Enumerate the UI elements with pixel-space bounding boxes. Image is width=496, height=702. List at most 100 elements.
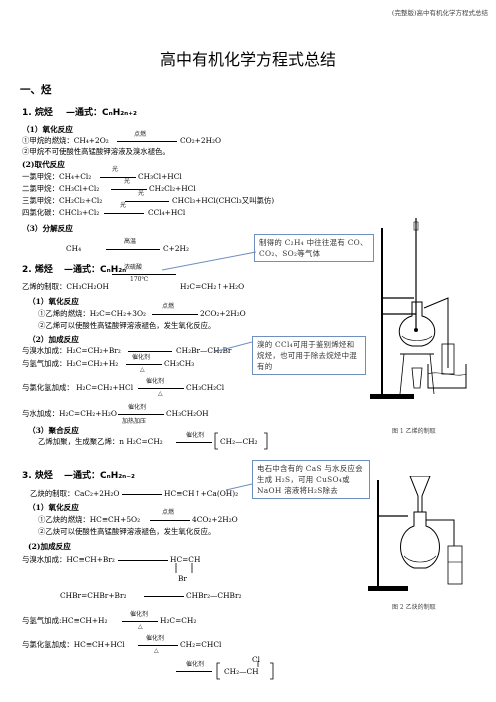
decomposition-product: C+2H₂ <box>163 244 189 253</box>
dichloromethane-product: CH₂Cl₂+HCl <box>149 184 196 193</box>
carbon-tetrachloride-product: CCl₄+HCl <box>148 208 186 217</box>
ethylene-bromine-addition: 与溴水加成：H₂C=CH₂+Br₂ <box>22 346 121 355</box>
acetylene-oxidation-note: ②乙炔可以使酸性高锰酸钾溶液褪色，发生氧化反应。 <box>38 527 216 536</box>
ethylene-prep: 乙烯的制取：CH₃CH₂OH <box>22 282 109 291</box>
trichloromethane-reactants: 三氯甲烷：CH₂Cl₂+Cl₂ <box>22 196 103 205</box>
condition-catalyst: 催化剂 <box>128 404 147 411</box>
bond-lines <box>175 563 193 573</box>
polyvinyl-chloride-product: CH₂—CH <box>224 667 259 676</box>
ethylene-hydrogen-addition: 与氢气加成：H₂C=CH₂+H₂ <box>22 359 119 368</box>
ethylene-hcl-addition: 与氯化氢加成： H₂C=CH₂+HCl <box>22 383 134 392</box>
ethylene-combustion: ①乙烯的燃烧：H₂C=CH₂+3O₂ <box>38 309 146 318</box>
alkyne-heading: 3. 炔烃 <box>22 471 53 481</box>
reaction-arrow <box>122 621 158 622</box>
callout-pointer <box>161 251 257 271</box>
acetylene-hydrogen-product: H₂C=CH₂ <box>160 616 197 625</box>
ethylene-bromine-product: CH₂Br—CH₂Br <box>176 346 232 355</box>
acetylene-apparatus-illustration <box>368 476 463 591</box>
dichloromethane-reactants: 二氯甲烷：CH₃Cl+Cl₂ <box>22 184 100 193</box>
acetylene-hydrogen-addition: 与氢气加成:HC≡CH+H₂ <box>22 616 108 625</box>
reaction-arrow <box>104 213 144 214</box>
ethylene-prep-product: H₂C=CH₂↑+H₂O <box>180 282 245 291</box>
tetrabromoethane-product: CHBr₂—CHBr₂ <box>186 591 242 600</box>
dibromoethene-product: HC=CH <box>170 555 201 564</box>
ethylene-apparatus-illustration <box>370 218 467 399</box>
ethylene-water-product: CH₃CH₂OH <box>166 409 209 418</box>
condition-catalyst: 催化剂 <box>132 354 151 361</box>
reaction-arrow <box>125 201 169 202</box>
condition-heat: △ <box>138 623 143 630</box>
polymer-brackets <box>214 432 268 450</box>
reaction-arrow <box>128 351 172 352</box>
alkane-heading: 1. 烷烃 <box>22 108 53 118</box>
condition-catalyst: 催化剂 <box>146 378 165 385</box>
alkene-addition-heading: （2）加成反应 <box>28 335 79 344</box>
polymer-brackets <box>216 661 274 680</box>
alkene-heading: 2. 烯烃 <box>22 265 53 275</box>
reaction-arrow <box>138 645 178 646</box>
condition-ignite: 点燃 <box>162 303 175 310</box>
alkyne-addition-heading: (2)加成反应 <box>28 542 71 551</box>
callout-bromine-ccl4: 溴的 CCl₄可用于鉴别烯烃和烷烃，也可用于除去烷烃中混有的 <box>252 336 366 375</box>
condition-ignite: 点燃 <box>134 131 147 138</box>
reaction-arrow <box>150 520 190 521</box>
decomposition-reactant: CH₄ <box>66 244 82 253</box>
chloromethane-reactants: 一氯甲烷：CH₄+Cl₂ <box>22 172 92 181</box>
acetylene-combustion: ①乙炔的燃烧：HC≡CH+5O₂ <box>38 515 141 524</box>
condition-heat: △ <box>140 366 145 373</box>
reaction-arrow <box>122 494 162 495</box>
callout-pointer <box>213 341 253 353</box>
condition-light: 光 <box>112 166 119 173</box>
reaction-arrow <box>138 388 184 389</box>
alkane-formula: —通式：CₙH₂ₙ₊₂ <box>66 108 137 118</box>
condition-light: 光 <box>120 202 127 209</box>
reaction-arrow <box>144 596 184 597</box>
callout-ethylene-impurities: 制得的 C₂H₄ 中往往混有 CO、CO₂、SO₂等气体 <box>254 234 374 262</box>
reaction-arrow <box>176 442 212 443</box>
condition-heat: △ <box>154 647 159 654</box>
ethylene-hcl-product: CH₃CH₂Cl <box>186 383 225 392</box>
alkene-polymerization-heading: （3）聚合反应 <box>28 426 79 435</box>
reaction-arrow <box>152 314 198 315</box>
condition-catalyst: 催化剂 <box>186 432 205 439</box>
condition-heat: △ <box>158 390 163 397</box>
condition-catalyst: 催化剂 <box>186 661 205 668</box>
chlorine-substituent: Cl <box>252 655 261 664</box>
trichloromethane-product: CHCl₃+HCl(CHCl₃又叫氯仿) <box>172 196 275 205</box>
page-title: 高中有机化学方程式总结 <box>159 50 336 69</box>
ethylene-oxidation-note: ②乙烯可以使酸性高锰酸钾溶液褪色，发生氧化反应。 <box>38 321 216 330</box>
methane-combustion: ①甲烷的燃烧：CH₄+2O₂ <box>22 136 109 145</box>
figure-2-caption: 图 2 乙炔的制取 <box>392 604 436 611</box>
callout-pointer <box>225 483 253 491</box>
condition-catalyst: 催化剂 <box>130 611 149 618</box>
ethylene-water-addition: 与水加成：H₂C=CH₂+H₂O <box>22 409 117 418</box>
reaction-arrow <box>111 189 147 190</box>
alkyne-formula: —通式：CₙH₂ₙ₋₂ <box>64 471 135 481</box>
reaction-arrow <box>100 177 136 178</box>
methane-note: ②甲烷不可使酸性高锰酸钾溶液及溴水褪色。 <box>22 147 170 156</box>
ethylene-polymerization: 乙烯加聚，生成聚乙烯：n H₂C=CH₂ <box>38 437 163 446</box>
acetylene-prep-product: HC≡CH↑+Ca(OH)₂ <box>164 489 239 498</box>
reaction-arrow <box>117 141 177 142</box>
methane-combustion-product: CO₂+2H₂O <box>180 136 222 145</box>
ethylene-hydrogen-product: CH₃CH₃ <box>164 359 195 368</box>
acetylene-combustion-product: 4CO₂+2H₂O <box>192 515 238 524</box>
reaction-arrow <box>176 671 212 672</box>
chloromethane-product: CH₃Cl+HCl <box>138 172 182 181</box>
reaction-arrow <box>112 274 176 275</box>
reaction-arrow <box>118 560 168 561</box>
condition-conc-sulfuric-acid: 浓硫酸 <box>124 264 143 271</box>
alkene-formula: —通式：CₙH₂ₙ <box>64 265 127 275</box>
alkane-oxidation-heading: （1）氧化反应 <box>22 125 73 134</box>
condition-high-temperature: 高温 <box>124 238 137 245</box>
condition-heat-pressure: 加热加压 <box>122 418 147 425</box>
alkane-substitution-heading: (2)取代反应 <box>22 160 65 169</box>
alkane-decomposition-heading: （3）分解反应 <box>22 224 73 233</box>
acetylene-prep: 乙炔的制取：CaC₂+2H₂O <box>30 489 120 498</box>
figure-1-caption: 图 1 乙烯的制取 <box>392 428 436 435</box>
condition-light: 光 <box>138 190 145 197</box>
ethylene-combustion-product: 2CO₂+2H₂O <box>200 309 246 318</box>
dibromoethene-bromine-addition: CHBr=CHBr+Br₂ <box>60 591 127 600</box>
reaction-arrow <box>126 364 162 365</box>
alkyne-oxidation-heading: （1）氧化反应 <box>28 503 79 512</box>
